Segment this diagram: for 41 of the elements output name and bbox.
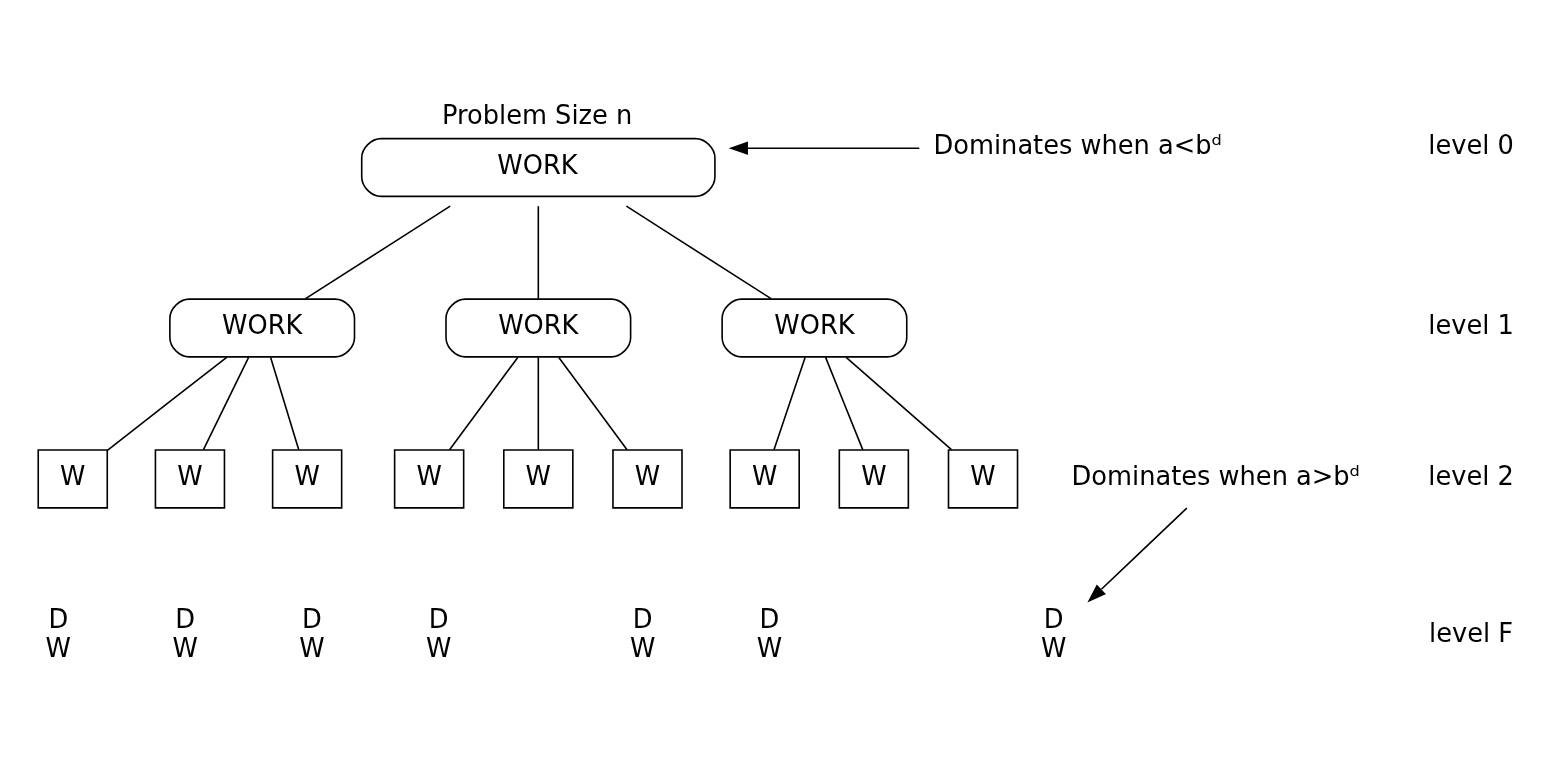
connector — [202, 356, 250, 450]
connector — [773, 356, 806, 450]
node-text: Dominates when a>bᵈ — [1071, 460, 1361, 491]
node-box: W — [271, 448, 343, 509]
node-box: WORK — [721, 297, 908, 358]
node-box: W — [154, 448, 226, 509]
label: level 2 — [1428, 460, 1514, 491]
node-box: W — [37, 448, 109, 509]
node-box: W — [393, 448, 465, 509]
connector — [537, 356, 540, 450]
node-text: D W — [299, 603, 325, 663]
connector — [824, 356, 864, 450]
connector — [625, 204, 772, 299]
node-text: Dominates when a<bᵈ — [933, 129, 1222, 160]
node-text: D W — [172, 603, 198, 663]
node-text: D W — [45, 603, 71, 663]
node-box: W — [503, 448, 574, 509]
connector — [448, 356, 519, 450]
label: level 1 — [1428, 309, 1514, 340]
node-text: D W — [756, 603, 783, 663]
node-box: W — [729, 448, 800, 509]
connector — [269, 356, 300, 450]
node-text: D W — [1040, 603, 1067, 663]
node-label: Problem Size n — [441, 99, 633, 130]
node-text: D W — [629, 603, 656, 663]
node-box: W — [838, 448, 910, 509]
connector — [106, 355, 228, 451]
arrow — [728, 140, 921, 155]
arrow — [1087, 506, 1188, 603]
connector — [845, 356, 953, 450]
label: level F — [1429, 617, 1514, 648]
node-text: D W — [426, 603, 452, 663]
connector — [558, 356, 628, 450]
node-box: W — [612, 448, 683, 509]
node-box: WORK — [360, 137, 716, 197]
connector — [537, 204, 540, 299]
connector — [304, 204, 451, 299]
label: level 0 — [1428, 129, 1514, 160]
node-box: WORK — [445, 297, 632, 358]
node-box: WORK — [169, 297, 356, 358]
node-box: W — [947, 448, 1019, 509]
